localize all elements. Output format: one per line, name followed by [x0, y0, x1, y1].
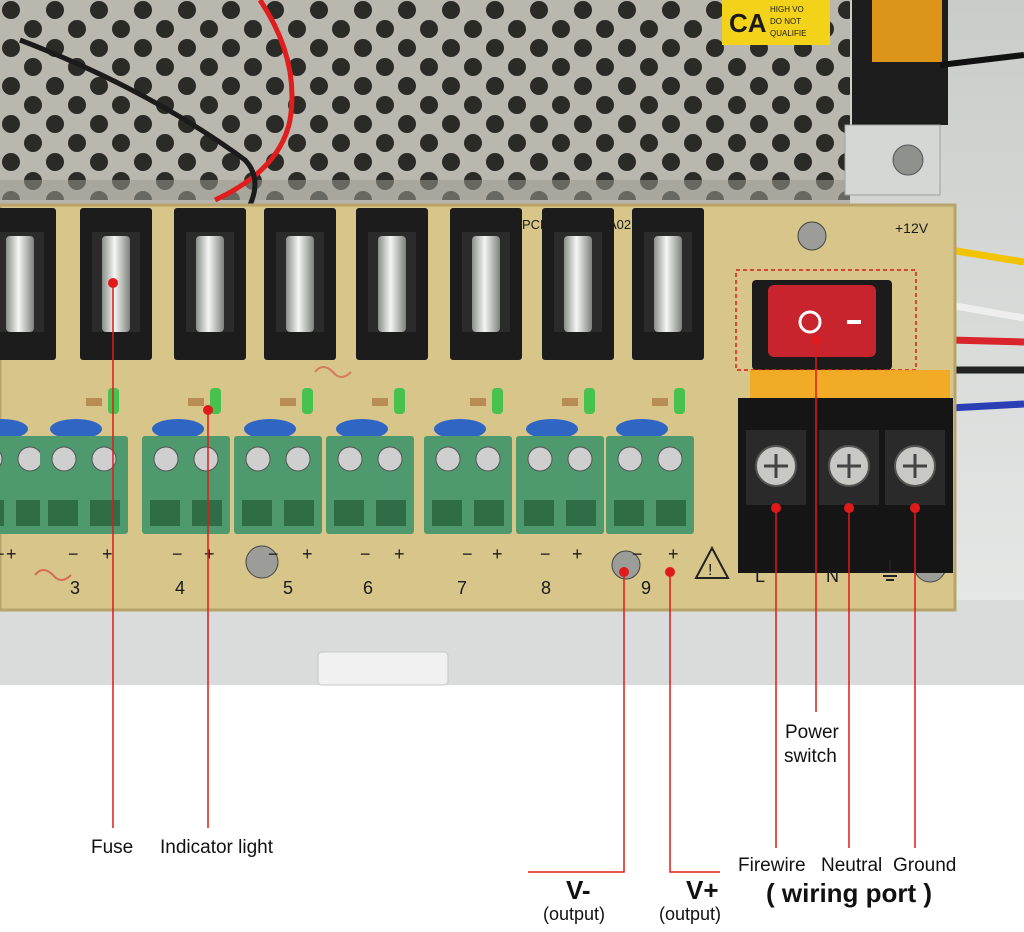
glass-fuse	[472, 236, 500, 332]
warning-mark: !	[708, 562, 712, 579]
psu-perforated-cover	[0, 0, 850, 210]
channel-number: 7	[457, 578, 467, 598]
polarity-plus: +	[668, 544, 679, 564]
polarity-minus: −	[360, 544, 371, 564]
resistor	[188, 398, 204, 406]
fuse-holder	[542, 208, 614, 360]
blue-capacitor	[526, 419, 578, 439]
channel-number: 3	[70, 578, 80, 598]
polarity-minus: −	[268, 544, 279, 564]
polarity-minus: −	[462, 544, 473, 564]
mains-letter-l: L	[755, 566, 765, 586]
fuse-holder	[356, 208, 428, 360]
resistor	[652, 398, 668, 406]
channel-number: 6	[363, 578, 373, 598]
channel-number: 9	[641, 578, 651, 598]
caution-small-3: QUALIFIE	[770, 29, 806, 38]
indicator-led	[492, 388, 503, 414]
label-v-minus-sub: (output)	[543, 904, 606, 924]
caution-small-2: DO NOT	[770, 17, 801, 26]
fuse-holder	[174, 208, 246, 360]
fuse-holder	[450, 208, 522, 360]
resistor	[562, 398, 578, 406]
polarity-plus: +	[204, 544, 215, 564]
label-fuse: Fuse	[91, 837, 134, 858]
terminal-block	[234, 436, 322, 534]
terminal-block	[424, 436, 512, 534]
blue-capacitor	[152, 419, 204, 439]
label-indicator-light: Indicator light	[160, 837, 274, 858]
blue-capacitor	[434, 419, 486, 439]
caution-text: CA	[729, 8, 767, 38]
polarity-minus: −	[0, 544, 5, 564]
callout-dots	[108, 278, 920, 577]
caution-sticker: CA HIGH VO DO NOT QUALIFIE	[722, 0, 830, 45]
indicator-led	[394, 388, 405, 414]
mains-letter-n: N	[826, 566, 839, 586]
polarity-plus: +	[102, 544, 113, 564]
label-power-switch-line2: switch	[784, 746, 837, 767]
label-firewire: Firewire	[738, 855, 806, 876]
resistor	[372, 398, 388, 406]
label-v-minus: V-	[566, 875, 591, 905]
indicator-led	[210, 388, 221, 414]
polarity-minus: −	[172, 544, 183, 564]
indicator-led	[584, 388, 595, 414]
glass-fuse	[286, 236, 314, 332]
glass-fuse	[6, 236, 34, 332]
label-neutral: Neutral	[821, 855, 883, 876]
polarity-plus: +	[572, 544, 583, 564]
polarity-minus: −	[68, 544, 79, 564]
glass-fuse	[564, 236, 592, 332]
polarity-minus: −	[632, 544, 643, 564]
channel-number: 8	[541, 578, 551, 598]
terminal-block	[516, 436, 604, 534]
resistor	[280, 398, 296, 406]
polarity-plus: +	[394, 544, 405, 564]
blue-capacitor	[616, 419, 668, 439]
channel-number: 5	[283, 578, 293, 598]
indicator-led	[674, 388, 685, 414]
label-power-switch-line1: Power	[785, 722, 839, 743]
indicator-led-row	[86, 388, 685, 414]
indicator-led	[302, 388, 313, 414]
resistor	[470, 398, 486, 406]
label-v-plus: V+	[686, 875, 719, 905]
glass-fuse	[654, 236, 682, 332]
callout-lines	[112, 283, 916, 873]
polarity-plus: +	[6, 544, 17, 564]
terminal-block	[142, 436, 230, 534]
fuse-holder	[264, 208, 336, 360]
blue-capacitor	[0, 419, 28, 439]
polarity-minus: −	[540, 544, 551, 564]
terminal-block	[606, 436, 694, 534]
label-ground: Ground	[893, 855, 957, 876]
pcb-voltage-text: +12V	[895, 220, 929, 236]
warning-symbol: !	[694, 545, 730, 579]
label-v-plus-sub: (output)	[659, 904, 722, 924]
blue-capacitor	[50, 419, 102, 439]
terminal-block	[326, 436, 414, 534]
polarity-plus: +	[492, 544, 503, 564]
channel-number: 4	[175, 578, 185, 598]
resistor	[86, 398, 102, 406]
polarity-plus: +	[302, 544, 313, 564]
glass-fuse	[378, 236, 406, 332]
fuse-holder	[632, 208, 704, 360]
caution-small-1: HIGH VO	[770, 5, 804, 14]
fuse-holder	[0, 208, 56, 360]
output-terminal-row	[0, 436, 694, 534]
mains-wiring-port: L N	[738, 370, 953, 586]
blue-capacitor	[244, 419, 296, 439]
label-wiring-port: ( wiring port )	[766, 878, 933, 908]
power-switch	[735, 269, 917, 371]
capacitor-row	[0, 419, 668, 439]
terminal-block	[40, 436, 128, 534]
blue-capacitor	[336, 419, 388, 439]
glass-fuse	[196, 236, 224, 332]
